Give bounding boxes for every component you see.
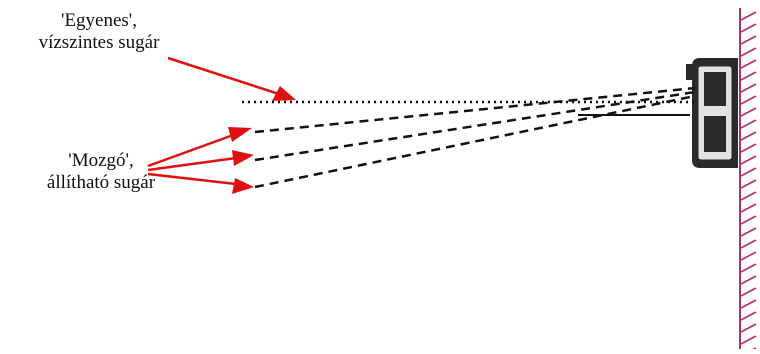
- wall-hatch-stroke: [741, 120, 756, 128]
- wall-hatch-stroke: [741, 24, 756, 32]
- detector-mount: [686, 64, 694, 80]
- straight-beam-label: 'Egyenes', vízszintes sugár: [14, 10, 184, 54]
- wall-hatch-stroke: [741, 288, 756, 296]
- wall-hatch-stroke: [741, 264, 756, 272]
- wall-hatch-stroke: [741, 336, 756, 344]
- detector-lens-lower: [704, 116, 726, 152]
- wall-hatch-stroke: [741, 252, 756, 260]
- wall: [740, 8, 756, 349]
- wall-hatch-stroke: [741, 204, 756, 212]
- wall-hatch-stroke: [741, 96, 756, 104]
- wall-hatch-stroke: [741, 48, 756, 56]
- moving-beam-label-line1: 'Mozgó',: [26, 150, 176, 172]
- wall-hatch-stroke: [741, 180, 756, 188]
- wall-hatch-stroke: [741, 324, 756, 332]
- adjustable-beam-lower: [255, 96, 695, 187]
- arrow-straight-beam-shaft: [168, 58, 282, 95]
- wall-hatch-stroke: [741, 228, 756, 236]
- wall-hatching: [741, 12, 756, 349]
- wall-hatch-stroke: [741, 276, 756, 284]
- wall-hatch-stroke: [741, 108, 756, 116]
- arrow-moving-beam-middle-head: [232, 150, 254, 166]
- wall-hatch-stroke: [741, 312, 756, 320]
- straight-beam-label-line1: 'Egyenes',: [14, 10, 184, 32]
- wall-hatch-stroke: [741, 192, 756, 200]
- wall-hatch-stroke: [741, 156, 756, 164]
- wall-hatch-stroke: [741, 84, 756, 92]
- straight-beam-label-line2: vízszintes sugár: [14, 32, 184, 54]
- wall-hatch-stroke: [741, 300, 756, 308]
- arrow-moving-beam-upper-head: [228, 127, 252, 142]
- moving-beam-label: 'Mozgó', állítható sugár: [26, 150, 176, 194]
- wall-hatch-stroke: [741, 144, 756, 152]
- wall-hatch-stroke: [741, 60, 756, 68]
- wall-hatch-stroke: [741, 36, 756, 44]
- wall-hatch-stroke: [741, 240, 756, 248]
- moving-beam-label-line2: állítható sugár: [26, 172, 176, 194]
- wall-hatch-stroke: [741, 216, 756, 224]
- wall-hatch-stroke: [741, 72, 756, 80]
- wall-hatch-stroke: [741, 168, 756, 176]
- wall-hatch-stroke: [741, 132, 756, 140]
- wall-hatch-stroke: [741, 12, 756, 20]
- detector-device: [686, 58, 738, 168]
- arrow-moving-beam-lower-head: [232, 178, 254, 194]
- detector-lens-upper: [704, 72, 726, 106]
